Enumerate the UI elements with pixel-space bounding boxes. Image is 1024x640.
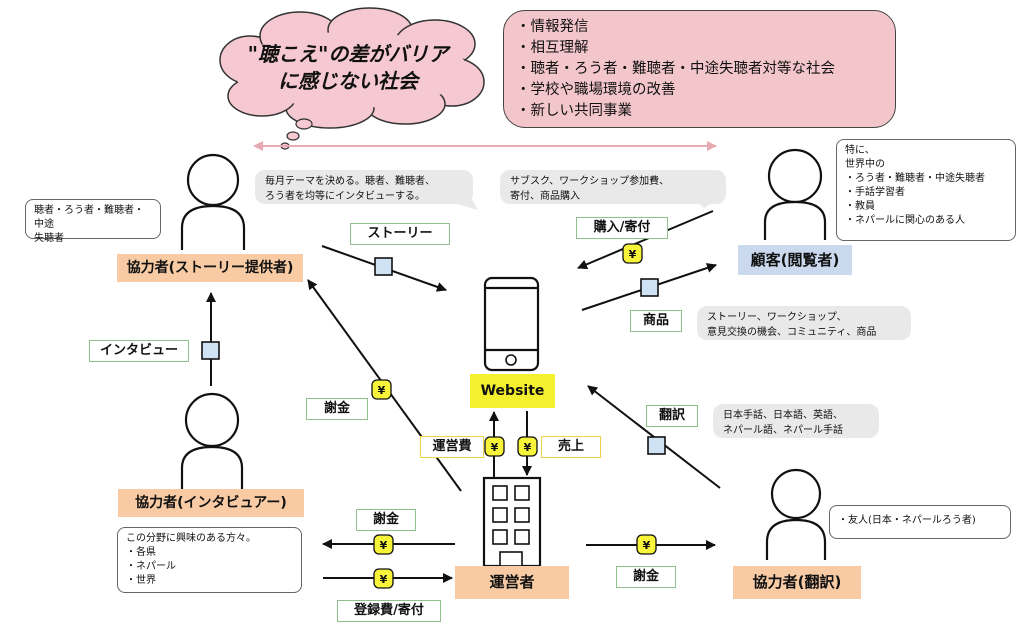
purchase-yen-icon: ¥ — [622, 243, 643, 264]
website-label: Website — [470, 374, 555, 408]
smartphone-icon — [483, 276, 540, 372]
sales-flow-label: 売上 — [541, 436, 601, 458]
thanks-interviewer-yen-icon: ¥ — [373, 534, 394, 555]
operator-label: 運営者 — [455, 566, 569, 599]
purchase-flow-label: 購入/寄付 — [576, 217, 668, 239]
customer-person-icon — [763, 148, 827, 240]
sales-yen-icon: ¥ — [517, 436, 538, 457]
story-document-icon — [374, 257, 393, 276]
vision-item: ・学校や職場環境の改善 — [516, 82, 676, 98]
interviewer-person-icon — [180, 392, 244, 490]
cloud-slogan-line1: "聴こえ"の差がバリア — [247, 42, 449, 66]
svg-text:¥: ¥ — [378, 384, 386, 397]
translator-label: 協力者(翻訳) — [733, 566, 861, 599]
interview-flow-label: インタビュー — [89, 340, 189, 362]
vision-box: ・情報発信 ・相互理解 ・聴者・ろう者・難聴者・中途失聴者対等な社会 ・学校や職… — [503, 10, 896, 128]
thanks-story-flow-label: 謝金 — [306, 398, 368, 420]
product-document-icon — [640, 278, 659, 297]
vision-item: ・新しい共同事業 — [516, 103, 632, 119]
languages-note: 日本手話、日本語、英語、 ネパール語、ネパール手話 — [713, 404, 879, 438]
translator-note: ・友人(日本・ネパールろう者) — [829, 505, 1011, 539]
svg-text:¥: ¥ — [524, 441, 532, 454]
registration-flow-label: 登録費/寄付 — [337, 600, 441, 622]
thanks-translator-flow-label: 謝金 — [616, 566, 676, 588]
translation-document-icon — [647, 436, 666, 455]
story-provider-note: 聴者・ろう者・難聴者・中途 失聴者 — [25, 199, 161, 244]
translation-flow-label: 翻訳 — [646, 405, 698, 427]
story-provider-person-icon — [180, 153, 246, 250]
cloud-slogan: "聴こえ"の差がバリア に感じない社会 — [228, 41, 468, 95]
cloud-slogan-line2: に感じない社会 — [278, 69, 418, 93]
interviewer-label: 協力者(インタビュアー) — [118, 489, 304, 517]
vision-item: ・情報発信 — [516, 19, 589, 35]
customer-label: 顧客(閲覧者) — [738, 245, 852, 275]
product-flow-label: 商品 — [630, 310, 682, 332]
registration-yen-icon: ¥ — [373, 568, 394, 589]
interview-document-icon — [201, 341, 220, 360]
building-icon — [482, 476, 542, 568]
thanks-story-yen-icon: ¥ — [371, 379, 392, 400]
monthly-theme-note: 毎月テーマを決める。聴者、難聴者、 ろう者を均等にインタビューする。 — [255, 170, 473, 204]
story-provider-label: 協力者(ストーリー提供者) — [117, 254, 303, 282]
svg-text:¥: ¥ — [629, 248, 637, 261]
customer-note: 特に、 世界中の ・ろう者・難聴者・中途失聴者 ・手話学習者 ・教員 ・ネパール… — [836, 139, 1016, 241]
thanks-translator-yen-icon: ¥ — [636, 534, 657, 555]
purchase-arrow — [577, 210, 714, 270]
svg-text:¥: ¥ — [491, 441, 499, 454]
story-flow-label: ストーリー — [350, 223, 450, 245]
thanks-interviewer-flow-label: 謝金 — [356, 509, 416, 531]
translator-person-icon — [765, 468, 827, 560]
thought-cloud — [219, 7, 485, 150]
vision-item: ・相互理解 — [516, 40, 589, 56]
products-note: ストーリー、ワークショップ、 意見交換の機会、コミュニティ、商品 — [697, 306, 911, 340]
vision-item: ・聴者・ろう者・難聴者・中途失聴者対等な社会 — [516, 61, 835, 77]
svg-text:¥: ¥ — [380, 539, 388, 552]
svg-text:¥: ¥ — [380, 573, 388, 586]
svg-text:¥: ¥ — [643, 539, 651, 552]
revenue-sources-note: サブスク、ワークショップ参加費、 寄付、商品購入 — [500, 170, 726, 204]
interviewer-note: この分野に興味のある方々。 ・各県 ・ネパール ・世界 — [117, 527, 302, 593]
opex-flow-label: 運営費 — [420, 436, 484, 458]
opex-yen-icon: ¥ — [484, 436, 505, 457]
